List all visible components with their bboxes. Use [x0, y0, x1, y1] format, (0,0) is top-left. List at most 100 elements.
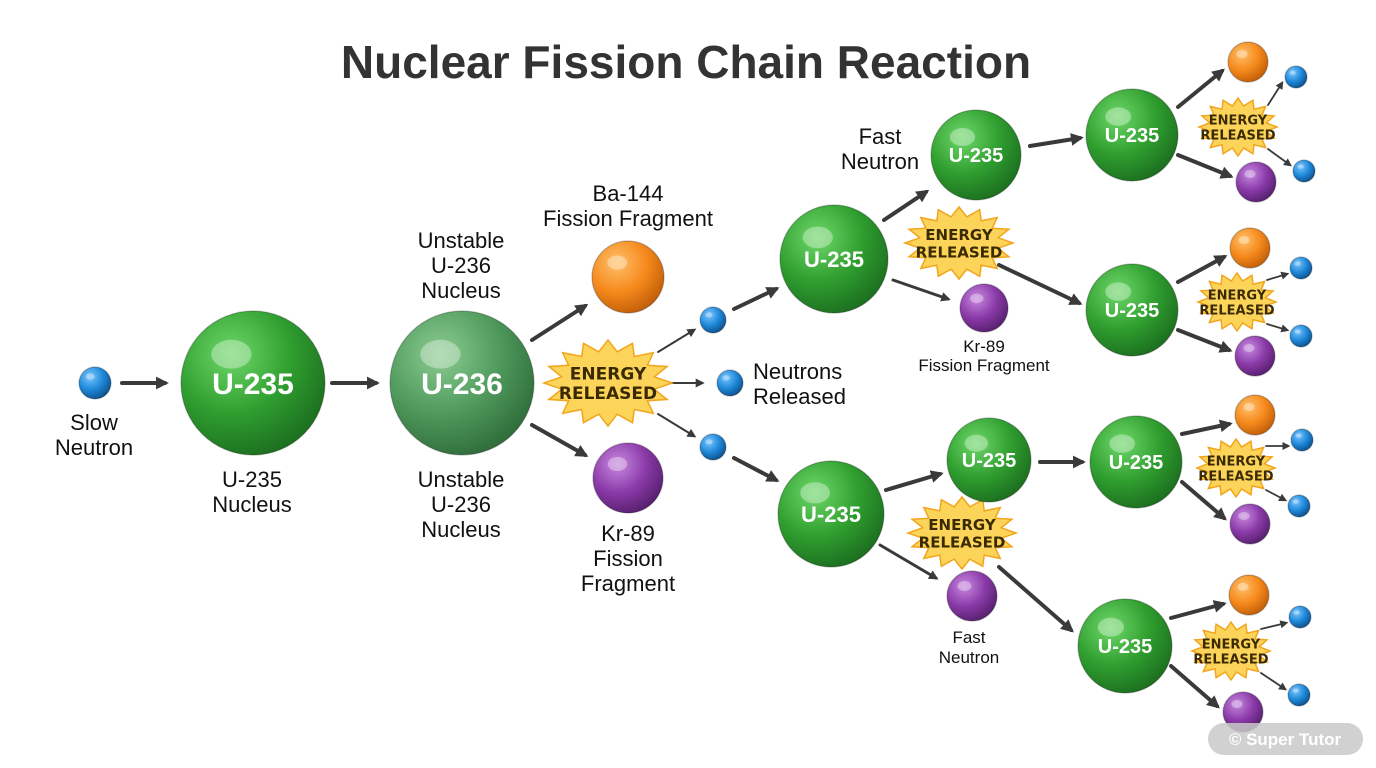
u235-nucleus-body	[1085, 88, 1179, 182]
kr89-fragment-body	[1229, 503, 1271, 545]
u235-nucleus: U-235	[779, 204, 889, 314]
kr89-fragment-highlight	[1231, 700, 1243, 708]
label-line: Fast	[859, 124, 902, 149]
arrow	[1169, 600, 1227, 620]
energy-released-text: RELEASED	[1199, 303, 1274, 318]
label-line: Nucleus	[421, 517, 500, 542]
kr89-fragment-highlight	[1243, 344, 1255, 352]
u235-nucleus: U-235	[930, 109, 1022, 201]
neutron-particle-body	[1288, 605, 1312, 629]
energy-burst-shape	[541, 338, 675, 428]
energy-burst-shape	[1195, 271, 1279, 333]
arrow	[1176, 68, 1225, 109]
kr89-fragment	[959, 283, 1009, 333]
label-line: Kr-89	[601, 521, 655, 546]
energy-released-text: ENERGY	[1207, 454, 1266, 469]
neutron-particle-highlight	[1292, 499, 1299, 504]
kr89-fragment-body	[1234, 335, 1276, 377]
label-line: Neutron	[841, 149, 919, 174]
u235-nucleus-body	[779, 204, 889, 314]
neutron-particle-highlight	[1293, 610, 1300, 615]
ba144-fragment-highlight	[1236, 50, 1248, 58]
u235-nucleus-label: U-235	[1105, 300, 1159, 322]
u235-nucleus-label: U-235	[1105, 125, 1159, 147]
ba144-fragment-highlight	[1237, 583, 1249, 591]
label-line: Unstable	[418, 467, 505, 492]
u235-nucleus-body	[180, 310, 326, 456]
ba144-fragment-highlight	[1238, 236, 1250, 244]
neutron-particle-highlight	[1295, 433, 1302, 438]
label-line: U-235	[222, 467, 282, 492]
arrow	[997, 263, 1083, 305]
arrow	[1260, 620, 1289, 630]
label-line: Neutrons	[753, 359, 842, 384]
neutron-particle-body	[1284, 65, 1308, 89]
neutron-particle	[1287, 683, 1311, 707]
energy-burst-shape	[1196, 96, 1280, 158]
neutron-particle	[699, 433, 727, 461]
arrow	[1266, 323, 1290, 333]
neutron-particle-highlight	[1289, 70, 1296, 75]
energy-released-text: ENERGY	[570, 365, 647, 385]
u235-nucleus-highlight	[211, 339, 252, 369]
arrow	[732, 456, 780, 482]
kr89-fragment-highlight	[970, 293, 984, 304]
arrow	[1176, 255, 1228, 284]
u235-nucleus: U-235	[1085, 263, 1179, 357]
ba144-fragment-body	[1227, 41, 1269, 83]
watermark-badge: © Super Tutor	[1208, 723, 1363, 755]
label-line: Kr-89	[963, 337, 1005, 356]
arrow	[657, 328, 697, 353]
energy-released-text: ENERGY	[1208, 288, 1267, 303]
kr89-fragment-body	[959, 283, 1009, 333]
u235-nucleus: U-235	[180, 310, 326, 456]
energy-released-text: RELEASED	[916, 243, 1003, 261]
arrow	[997, 565, 1074, 633]
kr89-fragment-body	[946, 570, 998, 622]
u235-nucleus: U-235	[946, 417, 1032, 503]
label-line: Fast	[952, 628, 985, 647]
label-line: U-236	[431, 253, 491, 278]
arrow	[1260, 672, 1288, 691]
kr89-fragment-highlight	[1238, 512, 1250, 520]
label-line: Nucleus	[212, 492, 291, 517]
energy-bursts-layer: ENERGYRELEASEDENERGYRELEASEDENERGYRELEAS…	[541, 96, 1280, 682]
energy-released-text: ENERGY	[928, 516, 997, 534]
ba144-fragment	[1234, 394, 1276, 436]
kr89-fragment	[592, 442, 664, 514]
u235-nucleus-body	[1085, 263, 1179, 357]
neutron-particle-body	[1292, 159, 1316, 183]
u235-nucleus-label: U-235	[949, 145, 1003, 167]
neutron-particle-body	[1287, 683, 1311, 707]
watermark-text: © Super Tutor	[1229, 730, 1342, 749]
label-line: Ba-144	[593, 181, 664, 206]
label-line: U-236	[431, 492, 491, 517]
label-line: Fission Fragment	[918, 356, 1050, 375]
arrow	[878, 543, 939, 580]
ba144-fragment	[1228, 574, 1270, 616]
ba144-fragment	[591, 240, 665, 314]
u235-nucleus-highlight	[964, 434, 989, 452]
u235-nucleus-label: U-235	[804, 247, 864, 272]
neutron-particle-highlight	[1294, 261, 1301, 266]
page-title: Nuclear Fission Chain Reaction	[341, 36, 1031, 88]
u235-nucleus: U-235	[1077, 598, 1173, 694]
energy-released-text: RELEASED	[1198, 469, 1273, 484]
u235-nucleus-highlight	[1109, 434, 1136, 453]
u235-nucleus-highlight	[1105, 107, 1132, 126]
u236-nucleus-label: U-236	[421, 368, 503, 401]
arrow	[1169, 664, 1220, 709]
kr89-fragment	[946, 570, 998, 622]
label-line: Neutron	[55, 435, 133, 460]
ba144-fragment	[1229, 227, 1271, 269]
